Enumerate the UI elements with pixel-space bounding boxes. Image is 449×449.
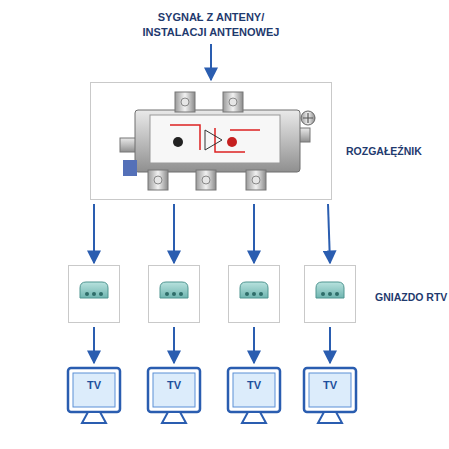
tv-label: TV	[301, 379, 359, 391]
socket-box: GNIAZDO RTV	[304, 265, 356, 323]
socket-box	[68, 265, 120, 323]
signal-arrow	[93, 204, 95, 263]
socket-box	[148, 265, 200, 323]
tv-icon: TV	[145, 365, 203, 429]
tv-label: TV	[145, 379, 203, 391]
signal-arrow	[328, 204, 330, 263]
input-arrow	[210, 44, 212, 80]
tv-label: TV	[65, 379, 123, 391]
signal-arrow	[253, 327, 255, 363]
tv-outline	[145, 365, 203, 429]
tv-icon: TV	[225, 365, 283, 429]
tv-outline	[301, 365, 359, 429]
signal-arrow	[93, 327, 95, 363]
splitter-box: ROZGAŁĘŹNIK	[90, 82, 332, 200]
tv-icon: TV	[301, 365, 359, 429]
tv-label: TV	[225, 379, 283, 391]
socket-box	[228, 265, 280, 323]
signal-arrow	[329, 327, 331, 363]
tv-icon: TV	[65, 365, 123, 429]
tv-stand	[82, 412, 106, 423]
tv-outline	[225, 365, 283, 429]
signal-arrow	[173, 204, 175, 263]
tv-stand	[162, 412, 186, 423]
part-label: GNIAZDO RTV	[375, 291, 447, 303]
signal-arrow	[253, 204, 255, 263]
splitter-illustration	[120, 92, 315, 190]
tv-outline	[65, 365, 123, 429]
part-label: ROZGAŁĘŹNIK	[346, 145, 422, 157]
diagram-title: SYGNAŁ Z ANTENY/ INSTALACJI ANTENOWEJ	[131, 10, 291, 40]
tv-stand	[242, 412, 266, 423]
signal-arrow	[173, 327, 175, 363]
tv-stand	[318, 412, 342, 423]
